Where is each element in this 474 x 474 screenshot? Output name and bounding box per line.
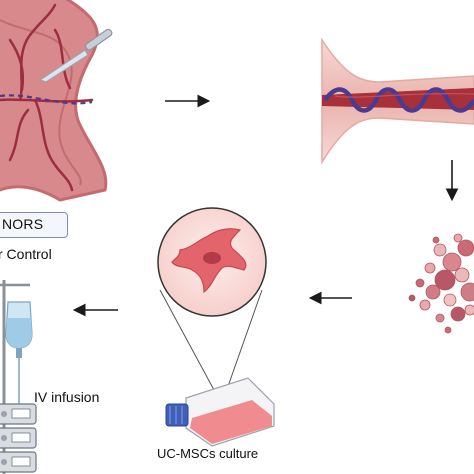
culture-dish — [157, 207, 267, 393]
donors-box — [0, 212, 68, 238]
digested-tissue-icon — [408, 233, 474, 334]
umbilical-cord-icon — [321, 37, 474, 165]
donors-label: NORS — [2, 216, 44, 232]
placenta-icon — [0, 0, 108, 202]
culture-flask-icon — [165, 377, 275, 447]
infusion-pump-icon — [0, 403, 37, 473]
scalpel-icon — [38, 28, 113, 83]
culture-label: UC-MSCs culture — [157, 446, 259, 461]
control-label: r Control — [0, 246, 52, 262]
vessel-network — [0, 3, 94, 192]
iv-infusion-label: IV infusion — [34, 389, 100, 405]
